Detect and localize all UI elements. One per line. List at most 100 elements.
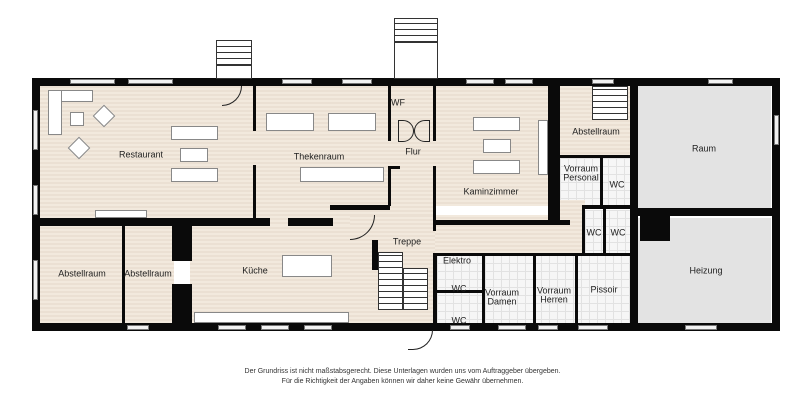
sofa-corner bbox=[48, 90, 62, 135]
outdoor-stairs-center bbox=[394, 18, 438, 42]
room-flur bbox=[390, 86, 435, 226]
bar-counter bbox=[300, 167, 384, 182]
wall bbox=[582, 205, 585, 255]
outdoor-stairs-left bbox=[216, 40, 252, 65]
room-corridor-right bbox=[560, 200, 585, 253]
window bbox=[774, 115, 779, 145]
wall bbox=[288, 218, 333, 226]
window bbox=[70, 79, 115, 84]
room-vorraum-personal bbox=[560, 158, 630, 208]
staircase-personal bbox=[592, 86, 628, 120]
room-wc-block bbox=[585, 210, 630, 255]
room-label-abstellraum: Abstellraum bbox=[58, 268, 106, 279]
window bbox=[33, 260, 38, 300]
wall bbox=[603, 209, 606, 255]
disclaimer-line-2: Für die Richtigkeit der Angaben können w… bbox=[281, 378, 524, 385]
wall bbox=[388, 166, 391, 206]
dining-table bbox=[282, 255, 332, 277]
wall bbox=[122, 226, 125, 323]
wall bbox=[548, 86, 560, 221]
sofa bbox=[171, 168, 218, 182]
room-label-heizung: Heizung bbox=[689, 265, 723, 276]
window bbox=[466, 79, 494, 84]
wall-outer-bottom bbox=[32, 323, 780, 331]
room-label-wc: WC bbox=[610, 227, 626, 238]
room-label-treppe: Treppe bbox=[392, 236, 422, 247]
room-label-elektro: Elektro bbox=[442, 255, 472, 266]
wall bbox=[582, 205, 632, 209]
window bbox=[505, 79, 533, 84]
wall bbox=[172, 284, 192, 323]
room-thekenraum bbox=[255, 86, 390, 226]
room-label-wc: WC bbox=[451, 315, 467, 326]
dining-table bbox=[266, 113, 314, 131]
room-label-vorraum-herren: Vorraum Herren bbox=[536, 285, 572, 305]
room-raum bbox=[638, 86, 771, 208]
room-kaminzimmer bbox=[435, 86, 550, 206]
room-abstellraum-mid bbox=[124, 226, 174, 323]
wall bbox=[253, 165, 256, 218]
window bbox=[498, 325, 526, 330]
wall bbox=[630, 78, 638, 331]
door[interactable] bbox=[414, 120, 430, 142]
wall bbox=[533, 255, 536, 323]
window bbox=[685, 325, 717, 330]
window bbox=[450, 325, 470, 330]
room-label-wc: WC bbox=[451, 283, 467, 294]
coffee-table bbox=[70, 112, 84, 126]
room-label-raum: Raum bbox=[691, 143, 717, 154]
floor-plan: Restaurant Thekenraum WF Flur Kaminzimme… bbox=[32, 18, 780, 350]
wall bbox=[482, 255, 485, 323]
room-label-pissoir: Pissoir bbox=[590, 284, 618, 295]
coffee-table bbox=[483, 139, 511, 153]
window bbox=[282, 79, 312, 84]
room-label-flur: Flur bbox=[405, 146, 421, 157]
window bbox=[538, 325, 558, 330]
room-restaurant bbox=[40, 86, 255, 218]
dining-table bbox=[328, 113, 376, 131]
room-label-thekenraum: Thekenraum bbox=[293, 151, 345, 162]
wall-outer-right bbox=[772, 78, 780, 331]
wall bbox=[560, 155, 630, 158]
room-label-wc: WC bbox=[586, 227, 602, 238]
staircase bbox=[378, 252, 403, 310]
room-label-vorraum-personal: Vorraum Personal bbox=[563, 163, 599, 183]
window bbox=[261, 325, 289, 330]
wall bbox=[40, 218, 270, 226]
room-label-abstellraum: Abstellraum bbox=[124, 268, 172, 279]
room-label-wc: WC bbox=[609, 179, 625, 190]
window bbox=[708, 79, 733, 84]
window bbox=[592, 79, 614, 84]
window bbox=[127, 325, 149, 330]
window bbox=[218, 325, 246, 330]
room-label-abstellraum: Abstellraum bbox=[572, 126, 620, 137]
sofa bbox=[171, 126, 218, 140]
fireplace bbox=[538, 120, 548, 175]
window bbox=[578, 325, 608, 330]
wall bbox=[433, 253, 437, 323]
wall bbox=[433, 253, 633, 256]
wall bbox=[575, 255, 578, 323]
wall bbox=[172, 226, 192, 261]
wall bbox=[638, 208, 772, 216]
kitchen-counter bbox=[194, 312, 349, 323]
wall bbox=[388, 86, 391, 141]
wall bbox=[433, 166, 436, 231]
disclaimer-line-1: Der Grundriss ist nicht maßstabsgerecht.… bbox=[244, 368, 561, 375]
stair-landing-center bbox=[394, 42, 438, 79]
door[interactable] bbox=[408, 330, 433, 350]
window bbox=[33, 185, 38, 215]
coffee-table bbox=[180, 148, 208, 162]
wall bbox=[600, 158, 603, 208]
window bbox=[128, 79, 173, 84]
sideboard bbox=[95, 210, 147, 218]
room-label-kaminzimmer: Kaminzimmer bbox=[463, 186, 519, 197]
staircase bbox=[403, 268, 428, 310]
wall-outer-top bbox=[32, 78, 780, 86]
sofa bbox=[473, 117, 520, 131]
stair-landing-left bbox=[216, 65, 252, 79]
window bbox=[33, 110, 38, 150]
wall bbox=[372, 240, 378, 270]
window bbox=[342, 79, 372, 84]
room-abstellraum-left bbox=[40, 226, 122, 323]
